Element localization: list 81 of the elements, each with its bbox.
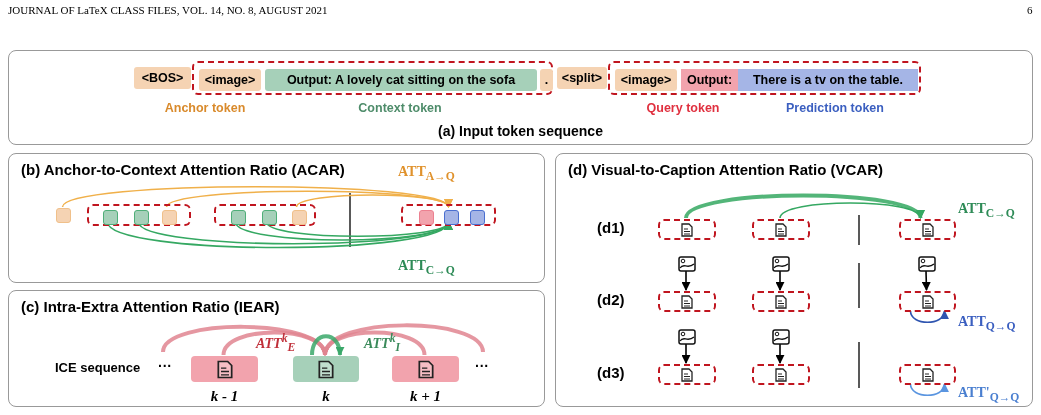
- text-label: 6: [1027, 4, 1033, 16]
- dashed-box: [658, 364, 716, 385]
- dashed-group-box: [192, 61, 553, 95]
- panel-heading: (b) Anchor-to-Context Attention Ratio (ACAR): [21, 161, 345, 178]
- attention-arc: [310, 334, 344, 356]
- text-label: (d1): [597, 219, 625, 236]
- arrow: [909, 383, 948, 397]
- math-label: ATT$_{C→Q}$: [398, 258, 455, 277]
- dashed-group-box: [401, 204, 496, 226]
- math-label: ATT$_{A→Q}$: [398, 164, 455, 183]
- math-label: ATT$_{Q→Q}$: [958, 314, 1016, 333]
- image-icon: [918, 256, 936, 272]
- token-square: [103, 210, 118, 225]
- panel-heading: (a) Input token sequence: [437, 123, 604, 139]
- token-square: [292, 210, 307, 225]
- index-label: k + 1: [408, 388, 443, 405]
- arrow: [775, 270, 785, 291]
- index-label: k - 1: [209, 388, 240, 405]
- dashed-box: [752, 291, 810, 312]
- text-label: (d2): [597, 291, 625, 308]
- text-label: JOURNAL OF LaTeX CLASS FILES, VOL. 14, NO. 8, AUGUST 2021: [8, 4, 328, 16]
- image-icon: [772, 256, 790, 272]
- dashed-group-box: [608, 61, 921, 95]
- arrow: [681, 343, 691, 364]
- arrow: [909, 310, 948, 324]
- text-label: ICE sequence: [55, 360, 141, 375]
- token-chip: Output: A lovely cat sitting on the sofa: [265, 69, 537, 91]
- token-chip: Output:: [681, 69, 738, 91]
- dashed-box: [899, 219, 956, 240]
- token-chip: <image>: [615, 69, 677, 91]
- text-label: Query token: [645, 101, 721, 115]
- dashed-box: [899, 364, 956, 385]
- token-square: [162, 210, 177, 225]
- text-label: (d3): [597, 364, 625, 381]
- dashed-box: [752, 364, 810, 385]
- text-label: Anchor token: [163, 101, 247, 115]
- image-icon: [678, 329, 696, 345]
- token-chip: <split>: [557, 67, 607, 89]
- dashed-box: [752, 219, 810, 240]
- attention-arc: [684, 193, 923, 220]
- dashed-box: [899, 291, 956, 312]
- panel-heading: (c) Intra-Extra Attention Ratio (IEAR): [21, 298, 280, 315]
- token-square: [56, 208, 71, 223]
- text-label: Context token: [357, 101, 443, 115]
- arrow: [165, 190, 450, 208]
- document-box: [293, 356, 359, 382]
- attention-arc: [323, 323, 485, 356]
- token-square: [231, 210, 246, 225]
- image-icon: [772, 329, 790, 345]
- dashed-group-box: [87, 204, 191, 226]
- token-square: [262, 210, 277, 225]
- image-icon: [678, 256, 696, 272]
- arrow: [779, 202, 922, 219]
- dashed-box: [658, 219, 716, 240]
- token-square: [419, 210, 434, 225]
- dashed-box: [658, 291, 716, 312]
- token-square: [444, 210, 459, 225]
- arrow: [775, 343, 785, 364]
- panel: [8, 153, 545, 283]
- token-chip: <image>: [199, 69, 261, 91]
- panel: [555, 153, 1033, 407]
- panel: [8, 290, 545, 407]
- arrow: [681, 270, 691, 291]
- arrow: [295, 194, 450, 208]
- token-chip: .: [540, 69, 553, 91]
- token-chip: <BOS>: [134, 67, 191, 89]
- text-label: ···: [475, 358, 489, 374]
- token-square: [134, 210, 149, 225]
- math-label: ATT$_{C→Q}$: [958, 201, 1015, 220]
- index-label: k: [321, 388, 331, 405]
- dashed-group-box: [214, 204, 316, 226]
- math-label: ATT'$_{Q→Q}$: [958, 385, 1020, 404]
- text-label: ···: [158, 358, 172, 374]
- document-box: [392, 356, 459, 382]
- panel-heading: (d) Visual-to-Caption Attention Ratio (VCAR): [568, 161, 883, 178]
- text-label: Prediction token: [785, 101, 885, 115]
- arrow: [921, 270, 931, 291]
- panel: [8, 50, 1033, 145]
- token-square: [470, 210, 485, 225]
- token-chip: There is a tv on the table.: [738, 69, 918, 91]
- document-box: [191, 356, 258, 382]
